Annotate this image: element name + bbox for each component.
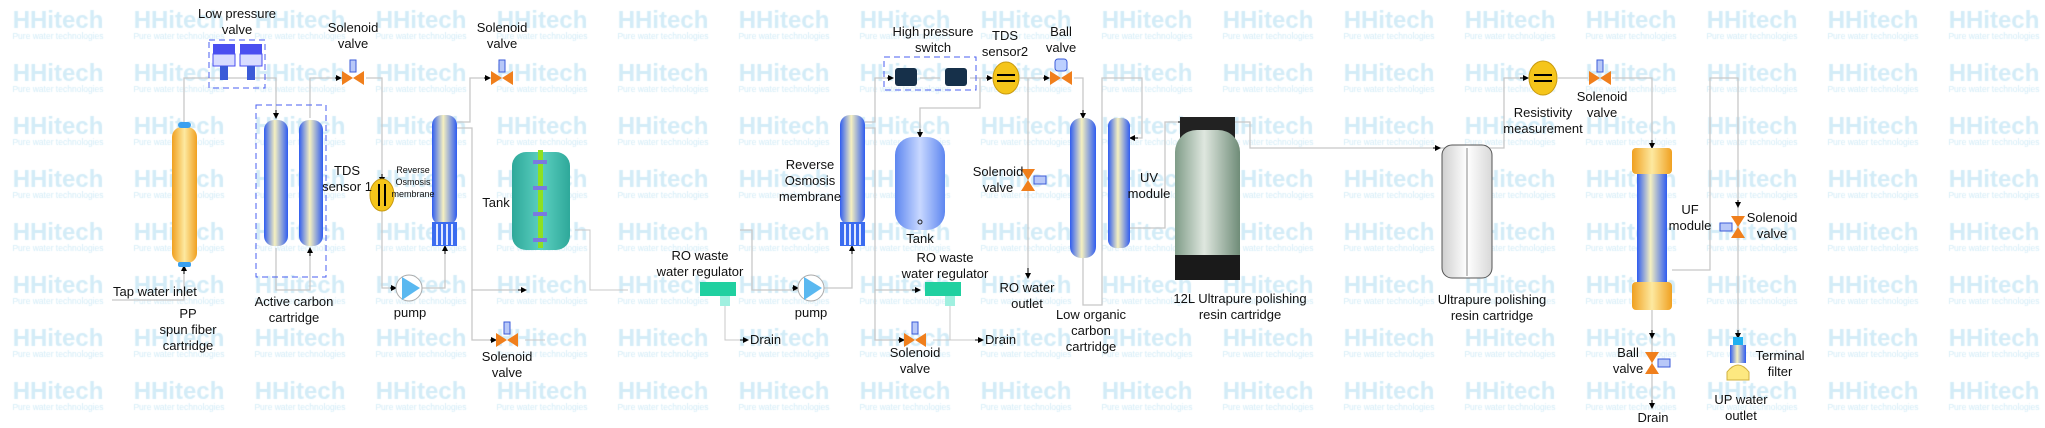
drain-pipe-1 bbox=[525, 306, 740, 341]
ro-membrane-2 bbox=[840, 115, 865, 246]
tank-1-label: Tank bbox=[482, 195, 510, 210]
low-pressure-valves bbox=[208, 39, 266, 89]
resistivity-sensor-icon bbox=[1528, 60, 1558, 96]
resin-cartridge-12l bbox=[1175, 117, 1240, 280]
tds-sensor-1-icon bbox=[369, 178, 395, 212]
tds-sensor-2-icon bbox=[992, 61, 1020, 95]
ball-valve-2-icon[interactable] bbox=[1644, 351, 1671, 375]
drain-3-label: Drain bbox=[1637, 410, 1669, 425]
ro-membrane-1 bbox=[432, 115, 457, 246]
pump-1-icon[interactable] bbox=[395, 274, 423, 302]
tank-2-label: Tank bbox=[906, 231, 934, 246]
ball-valve-1-icon[interactable] bbox=[1050, 58, 1072, 85]
pump-2-icon[interactable] bbox=[797, 274, 825, 302]
drain-2-label: Drain bbox=[985, 332, 1017, 347]
pump-2-label: pump bbox=[794, 305, 828, 320]
solenoid-valve-7-icon[interactable] bbox=[1719, 215, 1746, 239]
solenoid-valve-4-icon[interactable] bbox=[903, 321, 927, 348]
active-carbon-cartridges bbox=[255, 104, 327, 278]
ro-waste-regulator-1-icon bbox=[700, 282, 736, 306]
solenoid-valve-1-icon[interactable] bbox=[341, 59, 365, 86]
low-organic-carbon-cartridge bbox=[1070, 118, 1096, 258]
pp-cartridge bbox=[172, 122, 197, 267]
tank-2 bbox=[895, 137, 945, 230]
solenoid-valve-2-icon[interactable] bbox=[490, 59, 514, 86]
uf-module bbox=[1632, 148, 1672, 310]
pipe-tank-to-pump bbox=[575, 229, 628, 291]
drain-pipe-2 bbox=[933, 306, 975, 341]
tap-water-inlet-label: Tap water inlet bbox=[113, 284, 197, 299]
ro-waste-regulator-2-icon bbox=[925, 282, 961, 306]
flow-arrows bbox=[181, 75, 1741, 409]
solenoid-valve-5-icon[interactable] bbox=[1020, 168, 1047, 192]
uv-module bbox=[1108, 118, 1130, 248]
terminal-filter-icon bbox=[1726, 337, 1750, 381]
solenoid-valve-6-icon[interactable] bbox=[1588, 59, 1612, 86]
drain-1-label: Drain bbox=[750, 332, 782, 347]
high-pressure-switches bbox=[883, 56, 977, 91]
ultrapure-resin-cartridge bbox=[1441, 144, 1493, 279]
pump-1-label: pump bbox=[393, 305, 427, 320]
solenoid-valve-3-icon[interactable] bbox=[495, 321, 519, 348]
tank-1 bbox=[512, 150, 570, 250]
